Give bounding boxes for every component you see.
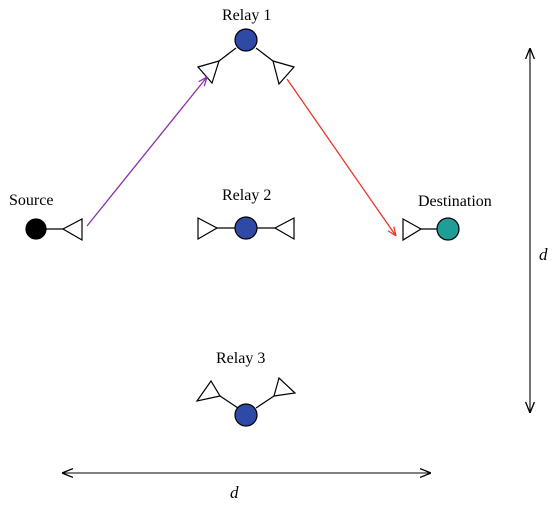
vertical-dimension: d <box>530 48 548 413</box>
source-to-relay1-link <box>86 77 207 227</box>
relay1-to-destination-link <box>286 78 396 236</box>
relay3-right-antenna-icon <box>273 376 297 397</box>
relay3-node <box>234 403 258 427</box>
horizontal-dimension: d <box>62 473 431 502</box>
relay1-right-antenna-icon <box>272 60 296 86</box>
relay2-right-antenna-icon <box>273 217 295 241</box>
relay3-left-antenna-icon <box>195 379 221 402</box>
relay1-label: Relay 1 <box>222 7 271 24</box>
relay3-node-group: Relay 3 <box>195 350 297 427</box>
relay2-node-group: Relay 2 <box>197 187 295 241</box>
vertical-dimension-label: d <box>539 245 548 264</box>
relay2-label: Relay 2 <box>222 187 271 204</box>
relay2-left-antenna-icon <box>197 217 219 241</box>
destination-antenna-icon <box>402 217 423 242</box>
relay1-node-group: Relay 1 <box>196 7 296 86</box>
relay1-left-antenna-icon <box>196 60 220 85</box>
destination-label: Destination <box>418 193 492 210</box>
source-label: Source <box>9 192 53 209</box>
relay2-node <box>234 216 258 240</box>
horizontal-dimension-label: d <box>230 483 239 502</box>
destination-node-group: Destination <box>402 193 492 242</box>
relay1-node <box>234 28 258 52</box>
destination-node <box>436 217 460 241</box>
source-antenna-icon <box>61 218 83 242</box>
source-node <box>25 218 47 240</box>
source-node-group: Source <box>9 192 83 242</box>
relay3-label: Relay 3 <box>216 350 265 367</box>
